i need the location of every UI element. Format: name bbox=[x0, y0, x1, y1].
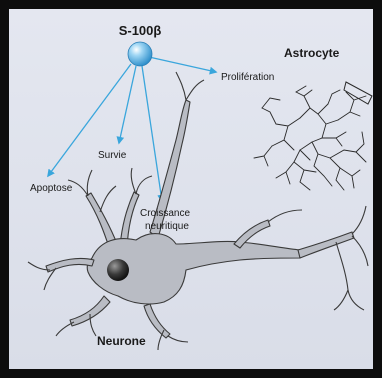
sphere-icon bbox=[128, 42, 152, 66]
neuron-nucleus bbox=[107, 259, 129, 281]
proliferation-label: Prolifération bbox=[221, 72, 274, 83]
croissance-label-line2: neuritique bbox=[145, 221, 189, 232]
molecule-label: S-100β bbox=[119, 23, 162, 38]
croissance-label-line1: Croissance bbox=[140, 208, 190, 219]
neurone-label: Neurone bbox=[97, 334, 146, 348]
survie-label: Survie bbox=[98, 150, 127, 161]
apoptose-label: Apoptose bbox=[30, 183, 73, 194]
astrocyte-label: Astrocyte bbox=[284, 46, 340, 60]
